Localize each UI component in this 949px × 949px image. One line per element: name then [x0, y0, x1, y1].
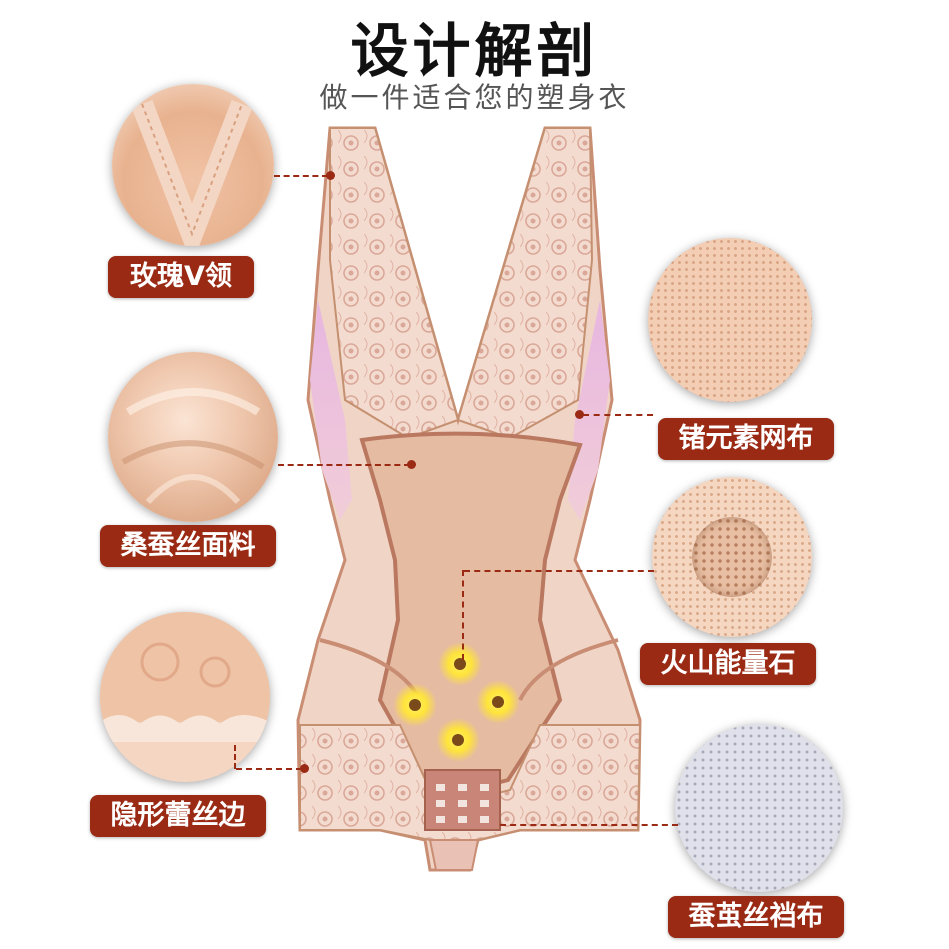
silk-leader-line: [278, 464, 410, 466]
lace-edge-label: 隐形蕾丝边: [90, 795, 266, 837]
stone-leader-vertical: [462, 570, 464, 660]
page-title: 设计解剖: [350, 17, 599, 85]
page-subtitle: 做一件适合您的塑身衣: [319, 81, 630, 114]
silk-fabric-label: 桑蚕丝面料: [100, 525, 276, 567]
lace-right-strap: [456, 127, 594, 440]
crotch-leader-line: [500, 824, 678, 826]
silk-marker-dot: [407, 460, 416, 469]
right-side-panel: [568, 300, 610, 520]
crotch-fabric-closeup-image: [675, 724, 843, 892]
lace-left-strap: [329, 127, 460, 440]
mesh-fabric-label: 锗元素网布: [658, 418, 834, 460]
energy-stone-label: 火山能量石: [640, 643, 816, 685]
silk-fabric-closeup-image: [108, 352, 278, 522]
v-neck-marker-dot: [326, 171, 335, 180]
v-neck-leader-line: [274, 175, 328, 177]
mesh-fabric-closeup-image: [648, 238, 812, 402]
lace-leader-line: [236, 768, 302, 770]
lace-edge-closeup-image: [100, 612, 270, 782]
stone-leader-line: [464, 570, 654, 572]
v-neck-closeup-image: [112, 84, 274, 246]
v-neck-label: 玫瑰V领: [108, 256, 254, 298]
energy-stone-closeup-image: [652, 477, 812, 637]
crotch-fabric-label: 蚕茧丝裆布: [668, 896, 844, 938]
mesh-leader-line: [583, 414, 653, 416]
mesh-marker-dot: [575, 410, 584, 419]
energy-stones: [393, 642, 520, 762]
lace-leader-vertical: [234, 745, 236, 769]
lace-marker-dot: [300, 764, 309, 773]
